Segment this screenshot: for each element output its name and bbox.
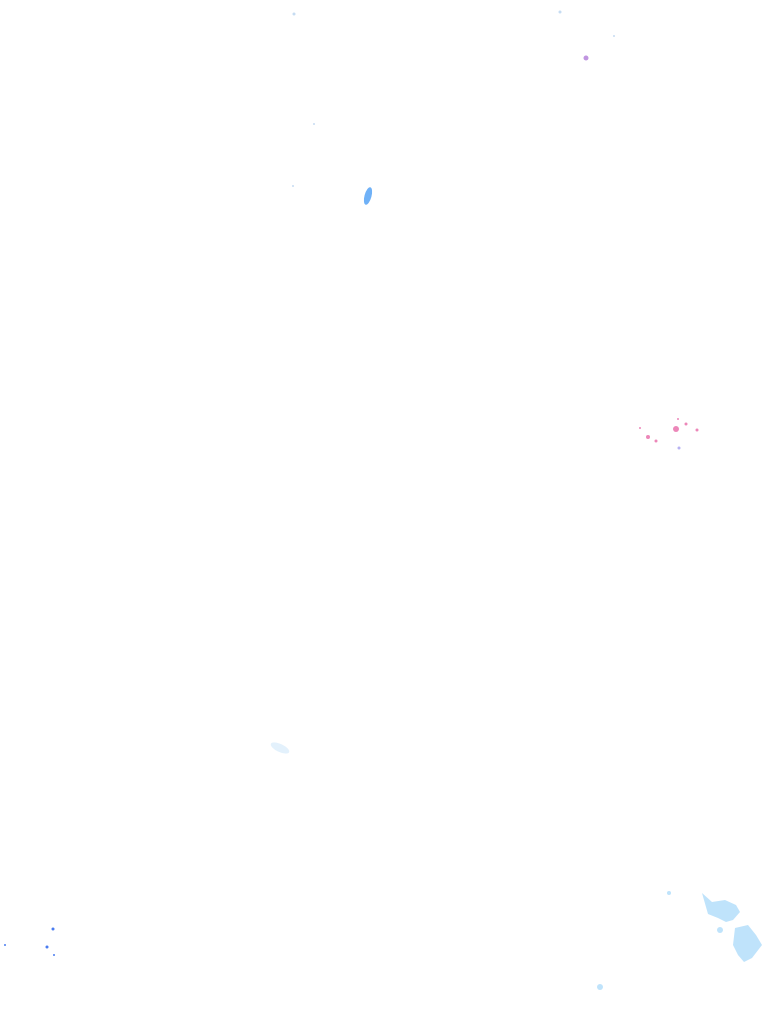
rain-specks-southwest	[4, 927, 55, 956]
mixed-precip-cell-east	[583, 55, 699, 450]
light-rain-cluster-southeast	[597, 891, 762, 990]
light-rain-trace-center	[270, 742, 290, 754]
rain-cell-north	[363, 187, 373, 205]
scattered-specks	[292, 10, 615, 187]
